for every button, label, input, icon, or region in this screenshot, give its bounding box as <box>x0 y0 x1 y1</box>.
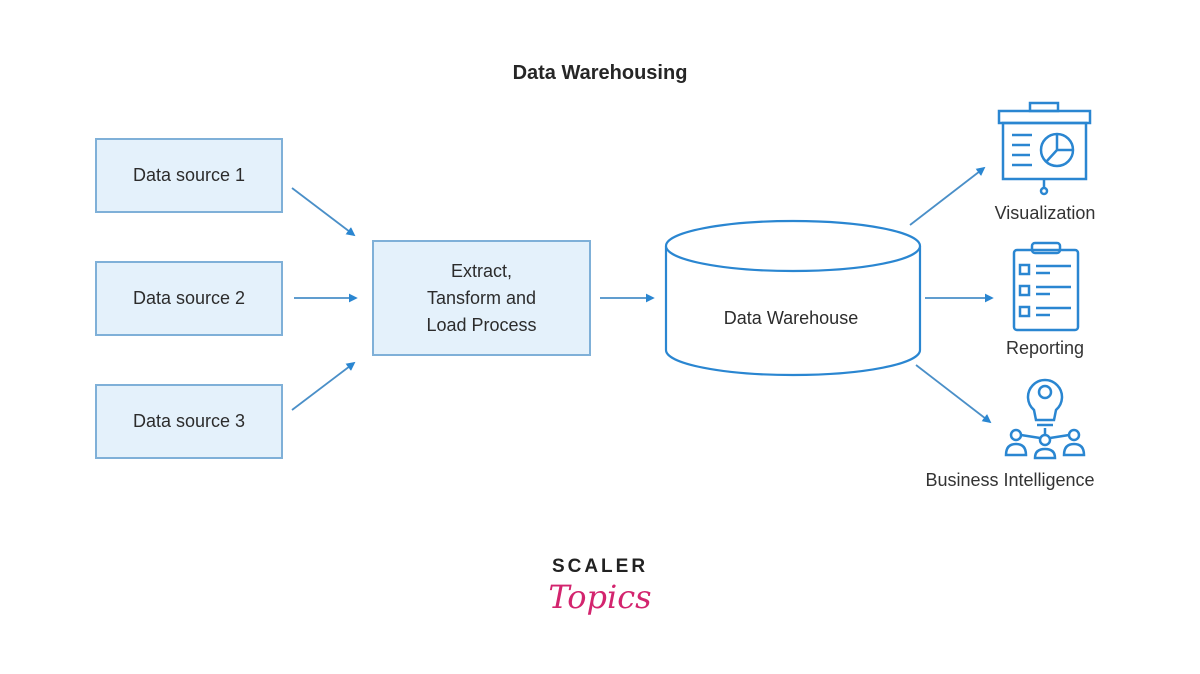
diagram-title: Data Warehousing <box>512 62 688 84</box>
etl-line-3: Load Process <box>426 314 537 335</box>
data-source-1-label: Data source 1 <box>132 165 246 185</box>
arrow-source1-to-etl <box>291 187 356 237</box>
data-warehouse-label: Data Warehouse <box>723 308 859 328</box>
arrow-warehouse-to-bi <box>915 364 992 424</box>
data-warehouse-cylinder <box>664 219 922 377</box>
etl-process-box: Extract, Tansform and Load Process <box>372 240 591 356</box>
arrow-warehouse-to-visualization <box>909 166 986 226</box>
visualization-label: Visualization <box>994 203 1096 223</box>
lightbulb-team-icon <box>1004 378 1086 460</box>
arrow-source3-to-etl <box>291 361 356 411</box>
etl-line-1: Extract, <box>450 260 512 281</box>
data-source-3-box: Data source 3 <box>95 384 283 459</box>
data-source-3-label: Data source 3 <box>132 411 246 431</box>
business-intelligence-label: Business Intelligence <box>925 470 1095 490</box>
data-source-1-box: Data source 1 <box>95 138 283 213</box>
reporting-label: Reporting <box>1005 338 1085 358</box>
clipboard-checklist-icon <box>1012 241 1080 332</box>
data-source-2-label: Data source 2 <box>132 288 246 308</box>
topics-logo-text: Topics <box>548 578 652 616</box>
etl-line-2: Tansform and <box>426 287 537 308</box>
scaler-logo-text: SCALER <box>551 556 649 577</box>
presentation-chart-icon <box>997 101 1092 196</box>
data-source-2-box: Data source 2 <box>95 261 283 336</box>
